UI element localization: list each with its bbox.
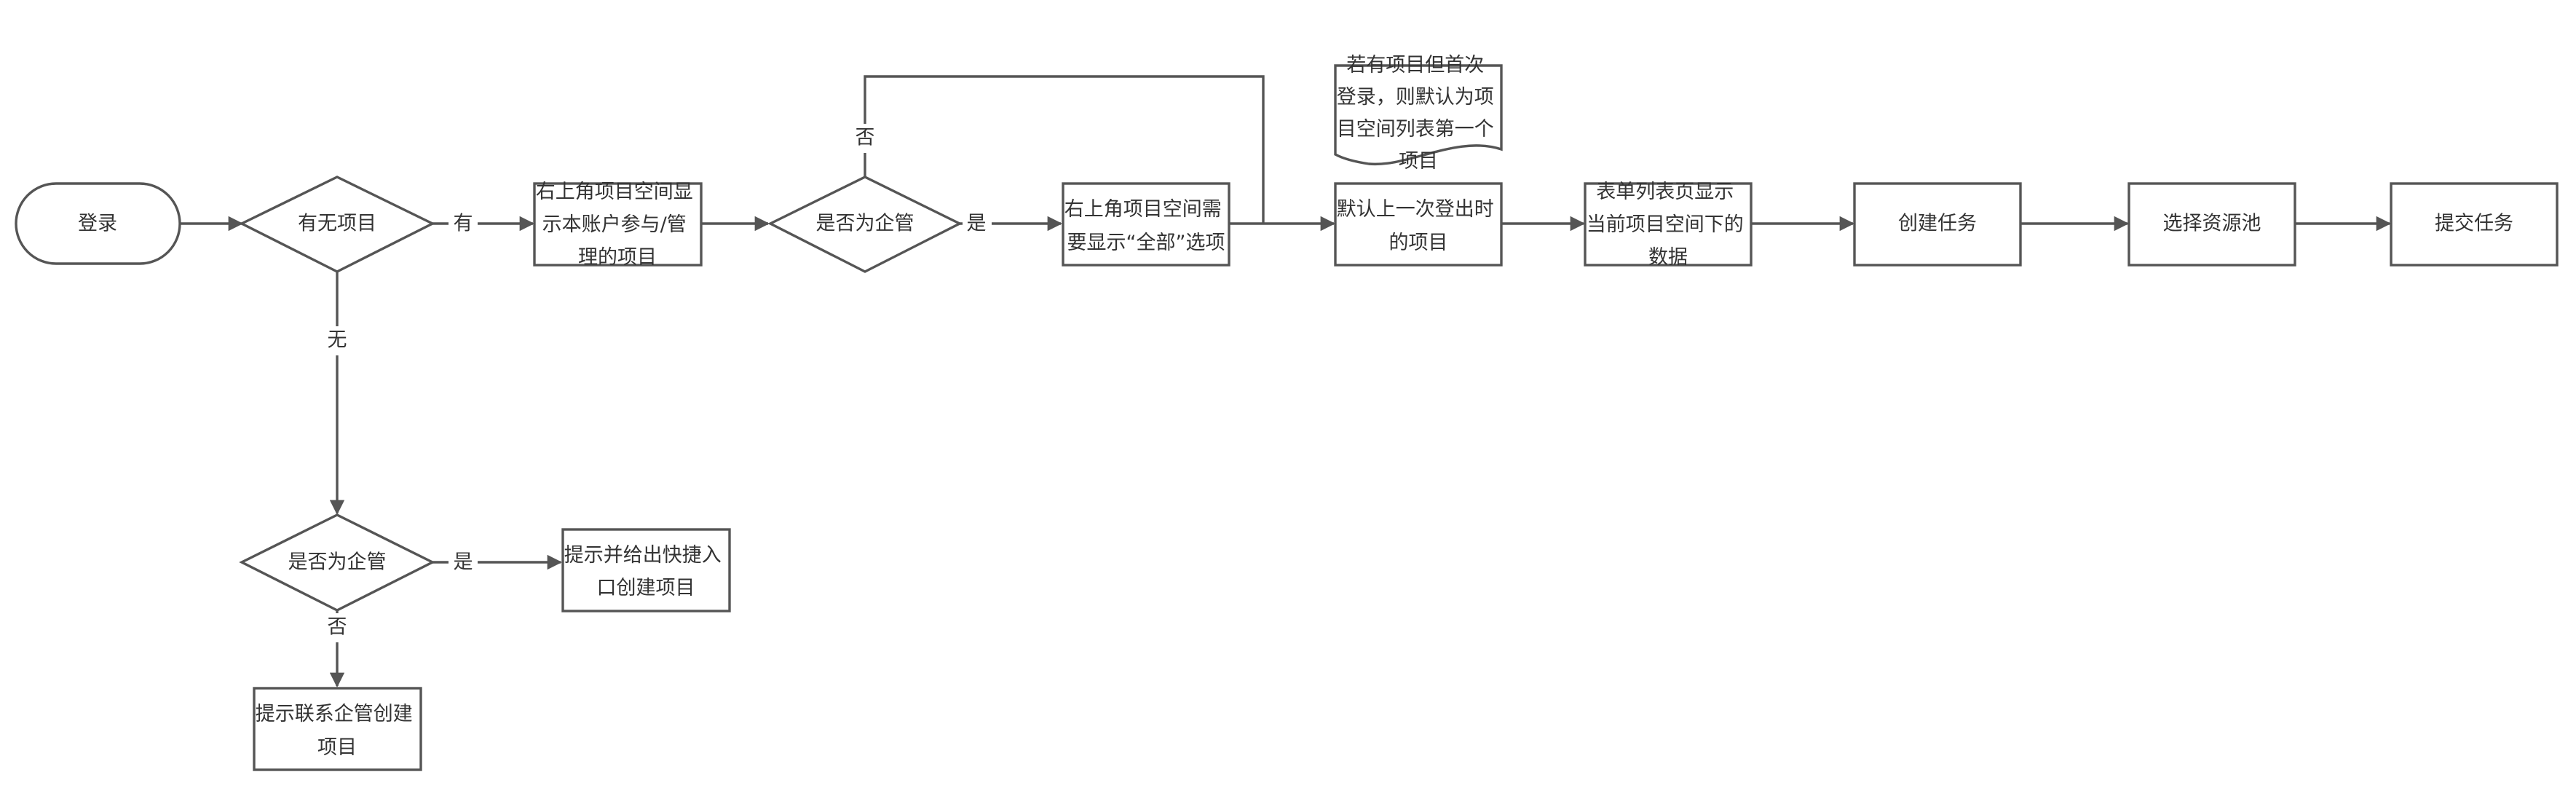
node-table-list: 表单列表页显示 当前项目空间下的 数据 [1584, 181, 1753, 269]
node-has-project: 有无项目 [239, 176, 435, 273]
node-create-task: 创建任务 [1853, 182, 2022, 267]
node-show-all-option: 右上角项目空间需 要显示“全部”选项 [1062, 182, 1230, 267]
document-shape [1334, 64, 1503, 166]
nodes: 登录 有无项目 右上角项目空间显 示本账户参与/管 理的项目 是否为企管 右上角… [15, 54, 2559, 771]
node-has-project-label: 有无项目 [298, 213, 376, 235]
node-login-label: 登录 [78, 213, 117, 235]
node-quick-create-line: 提示并给出快捷入 [564, 544, 722, 567]
edges [180, 75, 2392, 688]
node-create-task-label: 创建任务 [1898, 213, 1977, 235]
node-first-login-note-line: 目空间列表第一个 [1337, 118, 1494, 141]
edge-label-no-bottom: 否 [328, 616, 347, 639]
edge-label-yes-top: 是 [967, 213, 987, 235]
node-show-all-option-label: 右上角项目空间需 要显示“全部”选项 [1064, 198, 1228, 254]
edge-label-has: 有 [454, 213, 473, 235]
node-quick-create-label: 提示并给出快捷入 口创建项目 [564, 544, 728, 599]
node-default-last-project-line: 默认上一次登出时 [1337, 198, 1494, 221]
edge-labels: 有 无 是 否 是 否 [323, 124, 992, 642]
node-show-all-option-line: 右上角项目空间需 [1064, 198, 1222, 221]
edge-label-yes-bottom: 是 [454, 551, 473, 574]
node-default-last-project: 默认上一次登出时 的项目 [1334, 182, 1503, 267]
node-first-login-note-line: 项目 [1399, 150, 1438, 173]
node-select-pool-label: 选择资源池 [2163, 213, 2261, 235]
node-is-admin-top: 是否为企管 [767, 176, 963, 273]
node-first-login-note-label: 若有项目但首次 登录，则默认为项 目空间列表第一个 项目 [1337, 54, 1501, 173]
node-default-last-project-line: 的项目 [1389, 232, 1448, 254]
node-quick-create-line: 口创建项目 [597, 577, 695, 599]
node-is-admin-top-label: 是否为企管 [816, 213, 914, 235]
node-first-login-note-line: 登录，则默认为项 [1337, 86, 1494, 109]
node-first-login-note-line: 若有项目但首次 [1346, 54, 1484, 76]
node-show-projects-line: 右上角项目空间显 [536, 181, 693, 203]
node-login: 登录 [15, 182, 181, 265]
node-is-admin-bottom: 是否为企管 [239, 513, 435, 612]
node-default-last-project-label: 默认上一次登出时 的项目 [1337, 198, 1501, 254]
node-table-list-line: 表单列表页显示 [1596, 181, 1734, 203]
node-contact-admin-line: 项目 [317, 736, 357, 759]
node-is-admin-bottom-label: 是否为企管 [288, 551, 387, 574]
node-table-list-line: 当前项目空间下的 [1587, 213, 1744, 236]
edge-label-no-top: 否 [856, 127, 875, 149]
node-table-list-label: 表单列表页显示 当前项目空间下的 数据 [1587, 181, 1750, 269]
node-select-pool: 选择资源池 [2127, 182, 2296, 267]
node-submit-task: 提交任务 [2390, 182, 2559, 267]
node-show-all-option-line: 要显示“全部”选项 [1067, 232, 1225, 254]
node-contact-admin-label: 提示联系企管创建 项目 [256, 703, 419, 759]
node-show-projects-line: 理的项目 [578, 246, 657, 269]
node-contact-admin-line: 提示联系企管创建 [256, 703, 413, 725]
node-first-login-note: 若有项目但首次 登录，则默认为项 目空间列表第一个 项目 [1334, 54, 1503, 173]
node-submit-task-label: 提交任务 [2435, 213, 2513, 235]
node-show-projects-line: 示本账户参与/管 [542, 213, 687, 236]
node-table-list-line: 数据 [1648, 246, 1688, 269]
node-contact-admin: 提示联系企管创建 项目 [253, 687, 422, 771]
edge-label-none: 无 [328, 329, 347, 352]
node-quick-create: 提示并给出快捷入 口创建项目 [561, 528, 731, 612]
node-show-projects-label: 右上角项目空间显 示本账户参与/管 理的项目 [536, 181, 700, 269]
node-show-projects: 右上角项目空间显 示本账户参与/管 理的项目 [533, 181, 703, 269]
